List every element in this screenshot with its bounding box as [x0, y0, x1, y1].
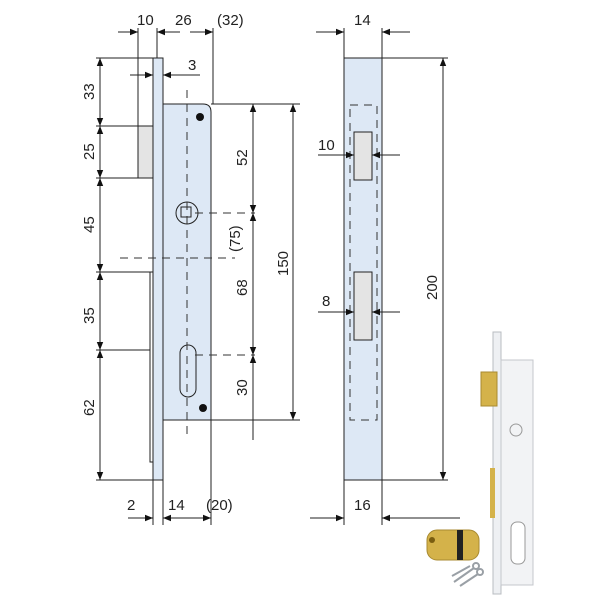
dim-45: 45 — [81, 216, 98, 233]
dim-62: 62 — [81, 399, 98, 416]
dim-26: 26 — [175, 12, 192, 29]
dim-33: 33 — [81, 83, 98, 100]
dim-200: 200 — [424, 275, 441, 300]
photo-latch — [480, 371, 498, 407]
dim-32: (32) — [217, 12, 244, 29]
product-photo — [426, 331, 534, 595]
dim-3: 3 — [188, 57, 196, 74]
front-view: 14 10 8 200 16 — [310, 12, 460, 525]
dim-front-8: 8 — [322, 293, 330, 310]
spindle-square — [180, 206, 192, 218]
screw-icon — [199, 404, 207, 412]
dim-25: 25 — [81, 143, 98, 160]
dim-20: (20) — [206, 497, 233, 514]
latch-slot — [353, 131, 373, 181]
screw-icon — [196, 113, 204, 121]
keys-icon — [451, 562, 484, 587]
photo-bolt — [490, 468, 495, 518]
dim-front-14: 14 — [354, 12, 371, 29]
dim-52: 52 — [234, 149, 251, 166]
side-view: 10 26 (32) 3 33 25 45 35 62 52 (75) 68 3… — [81, 12, 300, 525]
dead-bolt — [149, 271, 154, 463]
dim-75: (75) — [227, 225, 244, 252]
photo-cylinder-slot — [510, 521, 526, 565]
bolt-slot — [353, 271, 373, 341]
dim-10: 10 — [137, 12, 154, 29]
dim-2: 2 — [127, 497, 135, 514]
cylinder-icon — [426, 529, 480, 561]
photo-spindle — [509, 423, 523, 437]
dim-30: 30 — [234, 379, 251, 396]
dim-150: 150 — [275, 251, 292, 276]
dim-68: 68 — [234, 279, 251, 296]
latch-bolt — [137, 125, 154, 179]
dim-front-16: 16 — [354, 497, 371, 514]
dim-front-10: 10 — [318, 137, 335, 154]
faceplate-side — [152, 57, 164, 481]
cylinder-slot — [179, 344, 197, 398]
photo-faceplate — [492, 331, 502, 595]
dim-14: 14 — [168, 497, 185, 514]
dim-35: 35 — [81, 307, 98, 324]
